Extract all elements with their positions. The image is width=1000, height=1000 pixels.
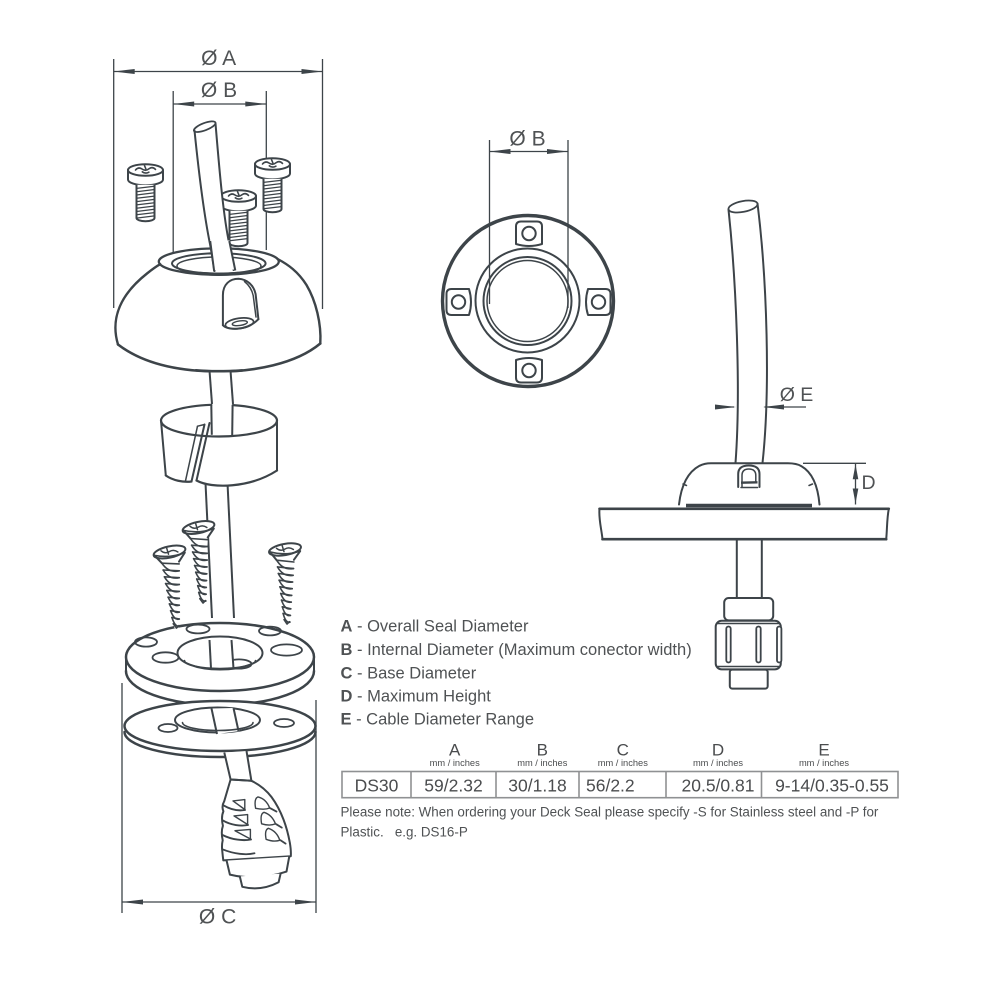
svg-text:Ø A: Ø A [201,47,236,70]
svg-text:D: D [861,472,875,494]
svg-text:Ø C: Ø C [199,906,236,929]
svg-text:C: C [617,741,629,760]
svg-text:mm / inches: mm / inches [430,758,480,768]
svg-text:mm / inches: mm / inches [693,758,743,768]
svg-text:A - Overall Seal Diameter: A - Overall Seal Diameter [341,618,529,636]
svg-text:B - Internal Diameter (Maximum: B - Internal Diameter (Maximum conector … [341,641,692,659]
svg-text:E: E [818,741,829,760]
svg-text:mm / inches: mm / inches [799,758,849,768]
svg-text:9-14/0.35-0.55: 9-14/0.35-0.55 [775,776,889,796]
svg-text:59/2.32: 59/2.32 [424,776,482,796]
svg-text:D - Maximum Height: D - Maximum Height [341,688,492,706]
svg-text:Ø E: Ø E [780,384,814,406]
svg-text:E - Cable Diameter Range: E - Cable Diameter Range [341,711,535,729]
svg-text:Please note: When ordering you: Please note: When ordering your Deck Sea… [341,805,879,820]
svg-text:20.5/0.81: 20.5/0.81 [682,776,755,796]
svg-text:Ø B: Ø B [201,79,237,102]
svg-text:A: A [449,741,461,760]
svg-text:56/2.2: 56/2.2 [586,776,635,796]
svg-text:Ø B: Ø B [509,128,545,151]
svg-text:30/1.18: 30/1.18 [508,776,566,796]
svg-text:mm / inches: mm / inches [598,758,648,768]
svg-text:B: B [537,741,548,760]
svg-text:Plastic. e.g. DS16-P: Plastic. e.g. DS16-P [341,825,468,840]
svg-text:mm / inches: mm / inches [517,758,567,768]
svg-text:C - Base Diameter: C - Base Diameter [341,665,477,683]
svg-text:D: D [712,741,724,760]
svg-text:DS30: DS30 [355,776,399,796]
